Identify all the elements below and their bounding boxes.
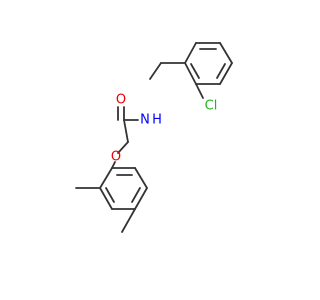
structure-canvas: O N H Cl O xyxy=(75,42,233,233)
double-bond-inner xyxy=(216,63,226,79)
bond-c-cl xyxy=(195,83,204,99)
bond xyxy=(184,42,197,64)
double-bond-inner xyxy=(105,187,115,203)
bond xyxy=(99,167,113,189)
double-bond-inner xyxy=(131,187,141,203)
bond xyxy=(184,62,197,85)
atom-label-n: N xyxy=(140,113,150,128)
atom-label-cl: Cl xyxy=(205,99,218,114)
bond-ch2-n xyxy=(149,62,162,80)
atom-label-o: O xyxy=(116,93,126,108)
dimethylphenyl-ring xyxy=(99,167,148,210)
bond-ring-o xyxy=(111,161,116,169)
bond-ch2-o xyxy=(117,141,129,154)
methyl-bond xyxy=(121,208,136,233)
bond xyxy=(134,167,148,189)
bond xyxy=(219,62,233,85)
atom-label-o-ether: O xyxy=(111,150,121,165)
bond xyxy=(99,187,113,210)
bond xyxy=(134,187,148,210)
bond xyxy=(219,42,233,64)
double-bond-inner xyxy=(190,63,200,79)
bond-c-ch2 xyxy=(123,119,129,143)
molecule-drawing: O N H Cl O xyxy=(75,42,233,233)
chlorophenyl-ring xyxy=(184,42,233,85)
atom-label-nh: H xyxy=(152,113,162,128)
